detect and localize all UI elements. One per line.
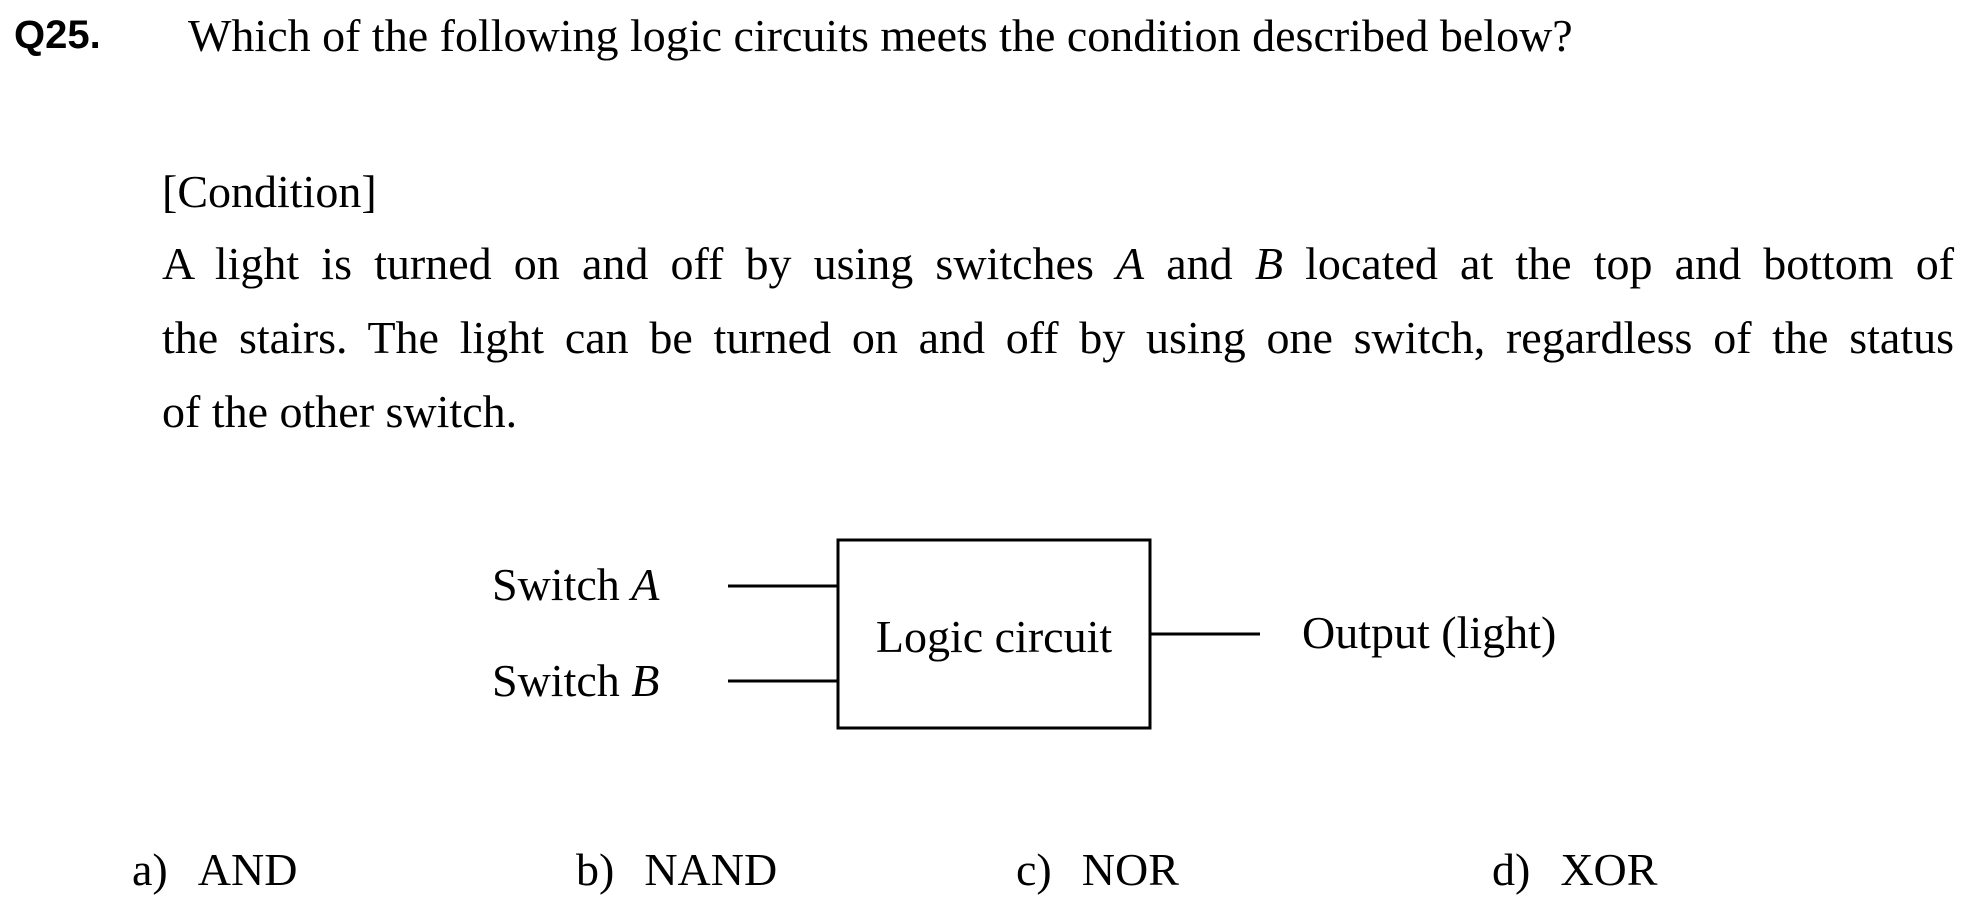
- switch-b-letter: B: [631, 655, 659, 706]
- choice-d-letter: d): [1492, 844, 1531, 895]
- condition-line-3: of the other switch.: [162, 386, 518, 437]
- choice-d[interactable]: d) XOR: [1492, 842, 1657, 898]
- switch-b-word: Switch: [492, 655, 631, 706]
- question-text: Which of the following logic circuits me…: [188, 10, 1573, 61]
- choice-c-letter: c): [1016, 844, 1052, 895]
- choice-b[interactable]: b) NAND: [576, 842, 777, 898]
- switch-a-word: Switch: [492, 559, 631, 610]
- logic-circuit-label: Logic circuit: [876, 611, 1113, 662]
- choice-b-letter: b): [576, 844, 615, 895]
- switch-a-letter: A: [628, 559, 660, 610]
- choice-d-label: XOR: [1560, 844, 1658, 895]
- switch-a-label: Switch A: [492, 559, 660, 610]
- condition-line-1-middle: and: [1144, 238, 1255, 289]
- condition-text: A light is turned on and off by using sw…: [162, 236, 1962, 458]
- condition-line-1-end: located at the top and bottom of: [1282, 238, 1955, 289]
- condition-line-2: the stairs. The light can be turned on a…: [162, 312, 1954, 363]
- choice-a[interactable]: a) AND: [132, 842, 297, 898]
- choice-c[interactable]: c) NOR: [1016, 842, 1179, 898]
- choice-c-label: NOR: [1081, 844, 1179, 895]
- switch-b-variable: B: [1254, 238, 1283, 289]
- switch-a-variable: A: [1116, 238, 1145, 289]
- condition-line-1: A light is turned on and off by using sw…: [162, 236, 1954, 310]
- switch-b-label: Switch B: [492, 655, 659, 706]
- condition-heading: [Condition]: [162, 166, 377, 217]
- question-number: Q25.: [14, 13, 101, 57]
- condition-line-1-start: A light is turned on and off by using sw…: [162, 238, 1116, 289]
- choice-b-label: NAND: [644, 844, 778, 895]
- choice-a-label: AND: [197, 844, 298, 895]
- output-label: Output (light): [1302, 607, 1556, 658]
- logic-circuit-box: [836, 538, 1152, 730]
- choice-a-letter: a): [132, 844, 168, 895]
